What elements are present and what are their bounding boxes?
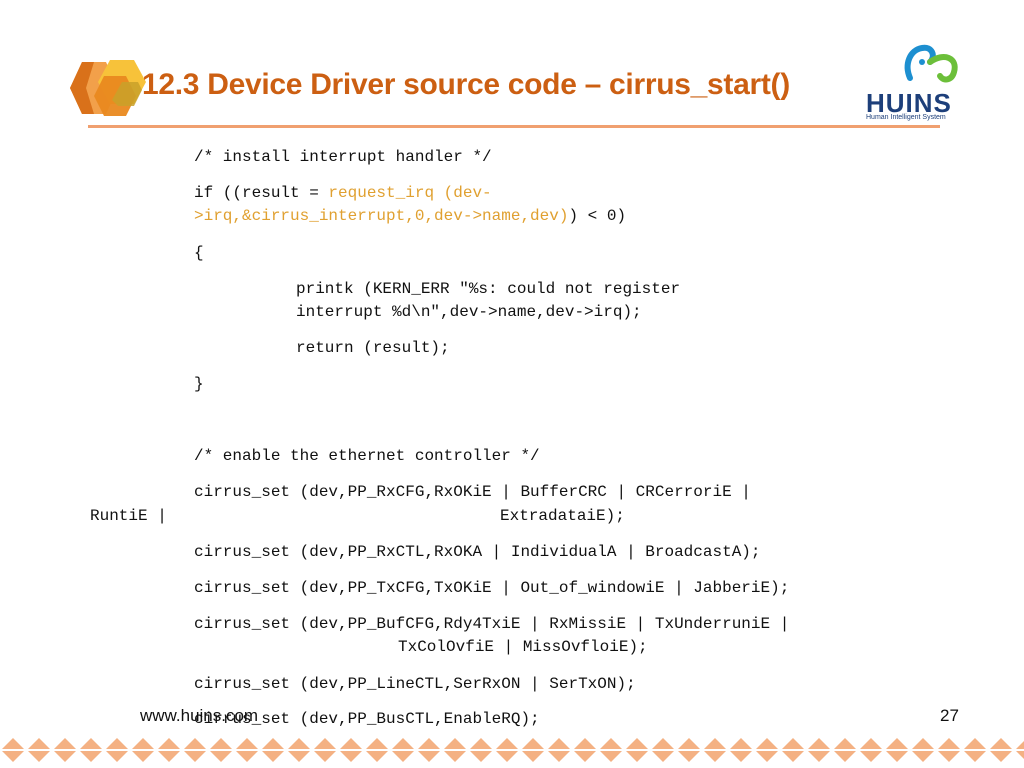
code-comment-irq: /* install interrupt handler */ <box>194 148 492 166</box>
page-number: 27 <box>940 706 959 725</box>
logo-wordmark: HUINS <box>866 88 952 118</box>
code-brace-open: { <box>194 244 204 262</box>
code-if-line-2: >irq,&cirrus_interrupt,0,dev->name,dev))… <box>194 205 626 228</box>
code-comment-enable: /* enable the ethernet controller */ <box>194 447 540 465</box>
code-busctl: cirrus_set (dev,PP_BusCTL,EnableRQ); <box>194 710 540 728</box>
code-text: ) < 0) <box>568 207 627 225</box>
code-function-args: >irq,&cirrus_interrupt,0,dev->name,dev) <box>194 207 569 225</box>
code-bufcfg-line-1: cirrus_set (dev,PP_BufCFG,Rdy4TxiE | RxM… <box>194 615 790 633</box>
hexagon-decoration-icon <box>70 60 146 116</box>
logo-tagline: Human Intelligent System <box>866 114 946 121</box>
code-rxctl: cirrus_set (dev,PP_RxCTL,RxOKA | Individ… <box>194 543 761 561</box>
code-bufcfg-line-2: TxColOvfiE | MissOvfloiE); <box>398 638 648 656</box>
code-printk-line-1: printk (KERN_ERR "%s: could not register <box>296 280 681 298</box>
huins-logo-icon <box>904 44 958 83</box>
title-underline <box>88 125 940 128</box>
code-rxcfg-line-2b: ExtradataiE); <box>500 507 625 525</box>
code-linectl: cirrus_set (dev,PP_LineCTL,SerRxON | Ser… <box>194 675 636 693</box>
code-rxcfg-line-2a: RuntiE | <box>90 507 167 525</box>
code-brace-close: } <box>194 375 204 393</box>
code-return: return (result); <box>296 339 450 357</box>
code-printk-line-2: interrupt %d\n",dev->name,dev->irq); <box>296 303 642 321</box>
diamond-pattern-band <box>0 737 1024 763</box>
footer-url: www.huins.com <box>140 706 259 725</box>
code-if-line-1: if ((result = request_irq (dev- <box>194 182 492 205</box>
slide-title: 12.3 Device Driver source code – cirrus_… <box>142 68 790 101</box>
code-function-name: request_irq (dev- <box>328 184 492 202</box>
code-text: if ((result = <box>194 184 329 202</box>
code-txcfg: cirrus_set (dev,PP_TxCFG,TxOKiE | Out_of… <box>194 579 790 597</box>
code-rxcfg-line-1: cirrus_set (dev,PP_RxCFG,RxOKiE | Buffer… <box>194 483 751 501</box>
